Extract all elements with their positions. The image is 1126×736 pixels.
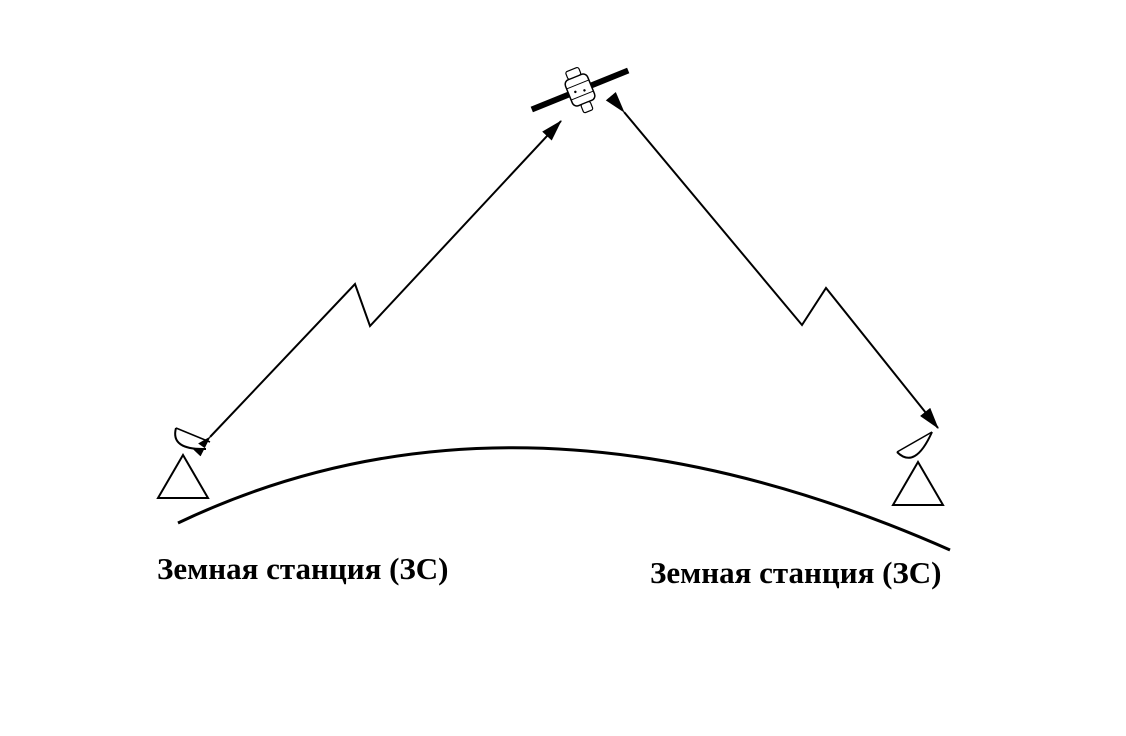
dish-antenna-icon xyxy=(174,427,211,451)
earth-station-right xyxy=(891,431,945,506)
radio-link-right xyxy=(605,92,939,429)
dish-antenna-icon xyxy=(896,431,933,459)
earth-surface-arc xyxy=(177,446,951,552)
station-label-right: Земная станция (ЗС) xyxy=(650,555,942,590)
radio-link-left xyxy=(191,120,562,457)
earth-station-left xyxy=(156,427,211,499)
satellite-icon xyxy=(530,66,630,114)
station-label-left: Земная станция (ЗС) xyxy=(157,551,449,586)
